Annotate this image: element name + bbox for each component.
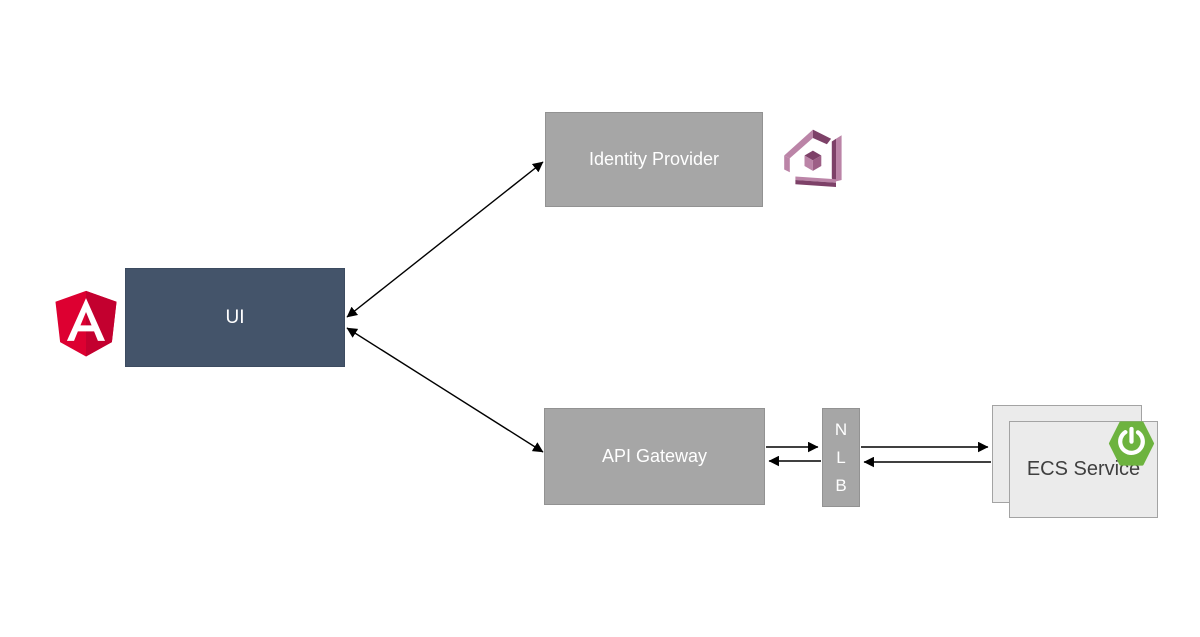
node-ecs-service: ECS Service xyxy=(1009,421,1158,518)
node-ecs-service-label: ECS Service xyxy=(1026,458,1141,480)
angular-logo-icon xyxy=(55,290,117,357)
spring-boot-icon xyxy=(1108,421,1155,466)
node-ui-label: UI xyxy=(225,306,245,328)
node-nlb-letter-l: L xyxy=(836,447,846,467)
node-api-gateway-label: API Gateway xyxy=(601,446,708,466)
node-ui: UI xyxy=(125,268,345,367)
arrow-ui-to-api_gateway xyxy=(346,327,544,453)
aws-cognito-icon xyxy=(784,129,842,187)
node-nlb: N L B xyxy=(822,408,860,507)
node-nlb-letter-b: B xyxy=(835,475,847,495)
node-identity-provider-label: Identity Provider xyxy=(588,149,720,169)
node-api-gateway: API Gateway xyxy=(544,408,765,505)
node-nlb-letter-n: N xyxy=(834,419,848,439)
arrow-ui-to-identity_provider xyxy=(346,161,544,318)
node-identity-provider: Identity Provider xyxy=(545,112,763,207)
